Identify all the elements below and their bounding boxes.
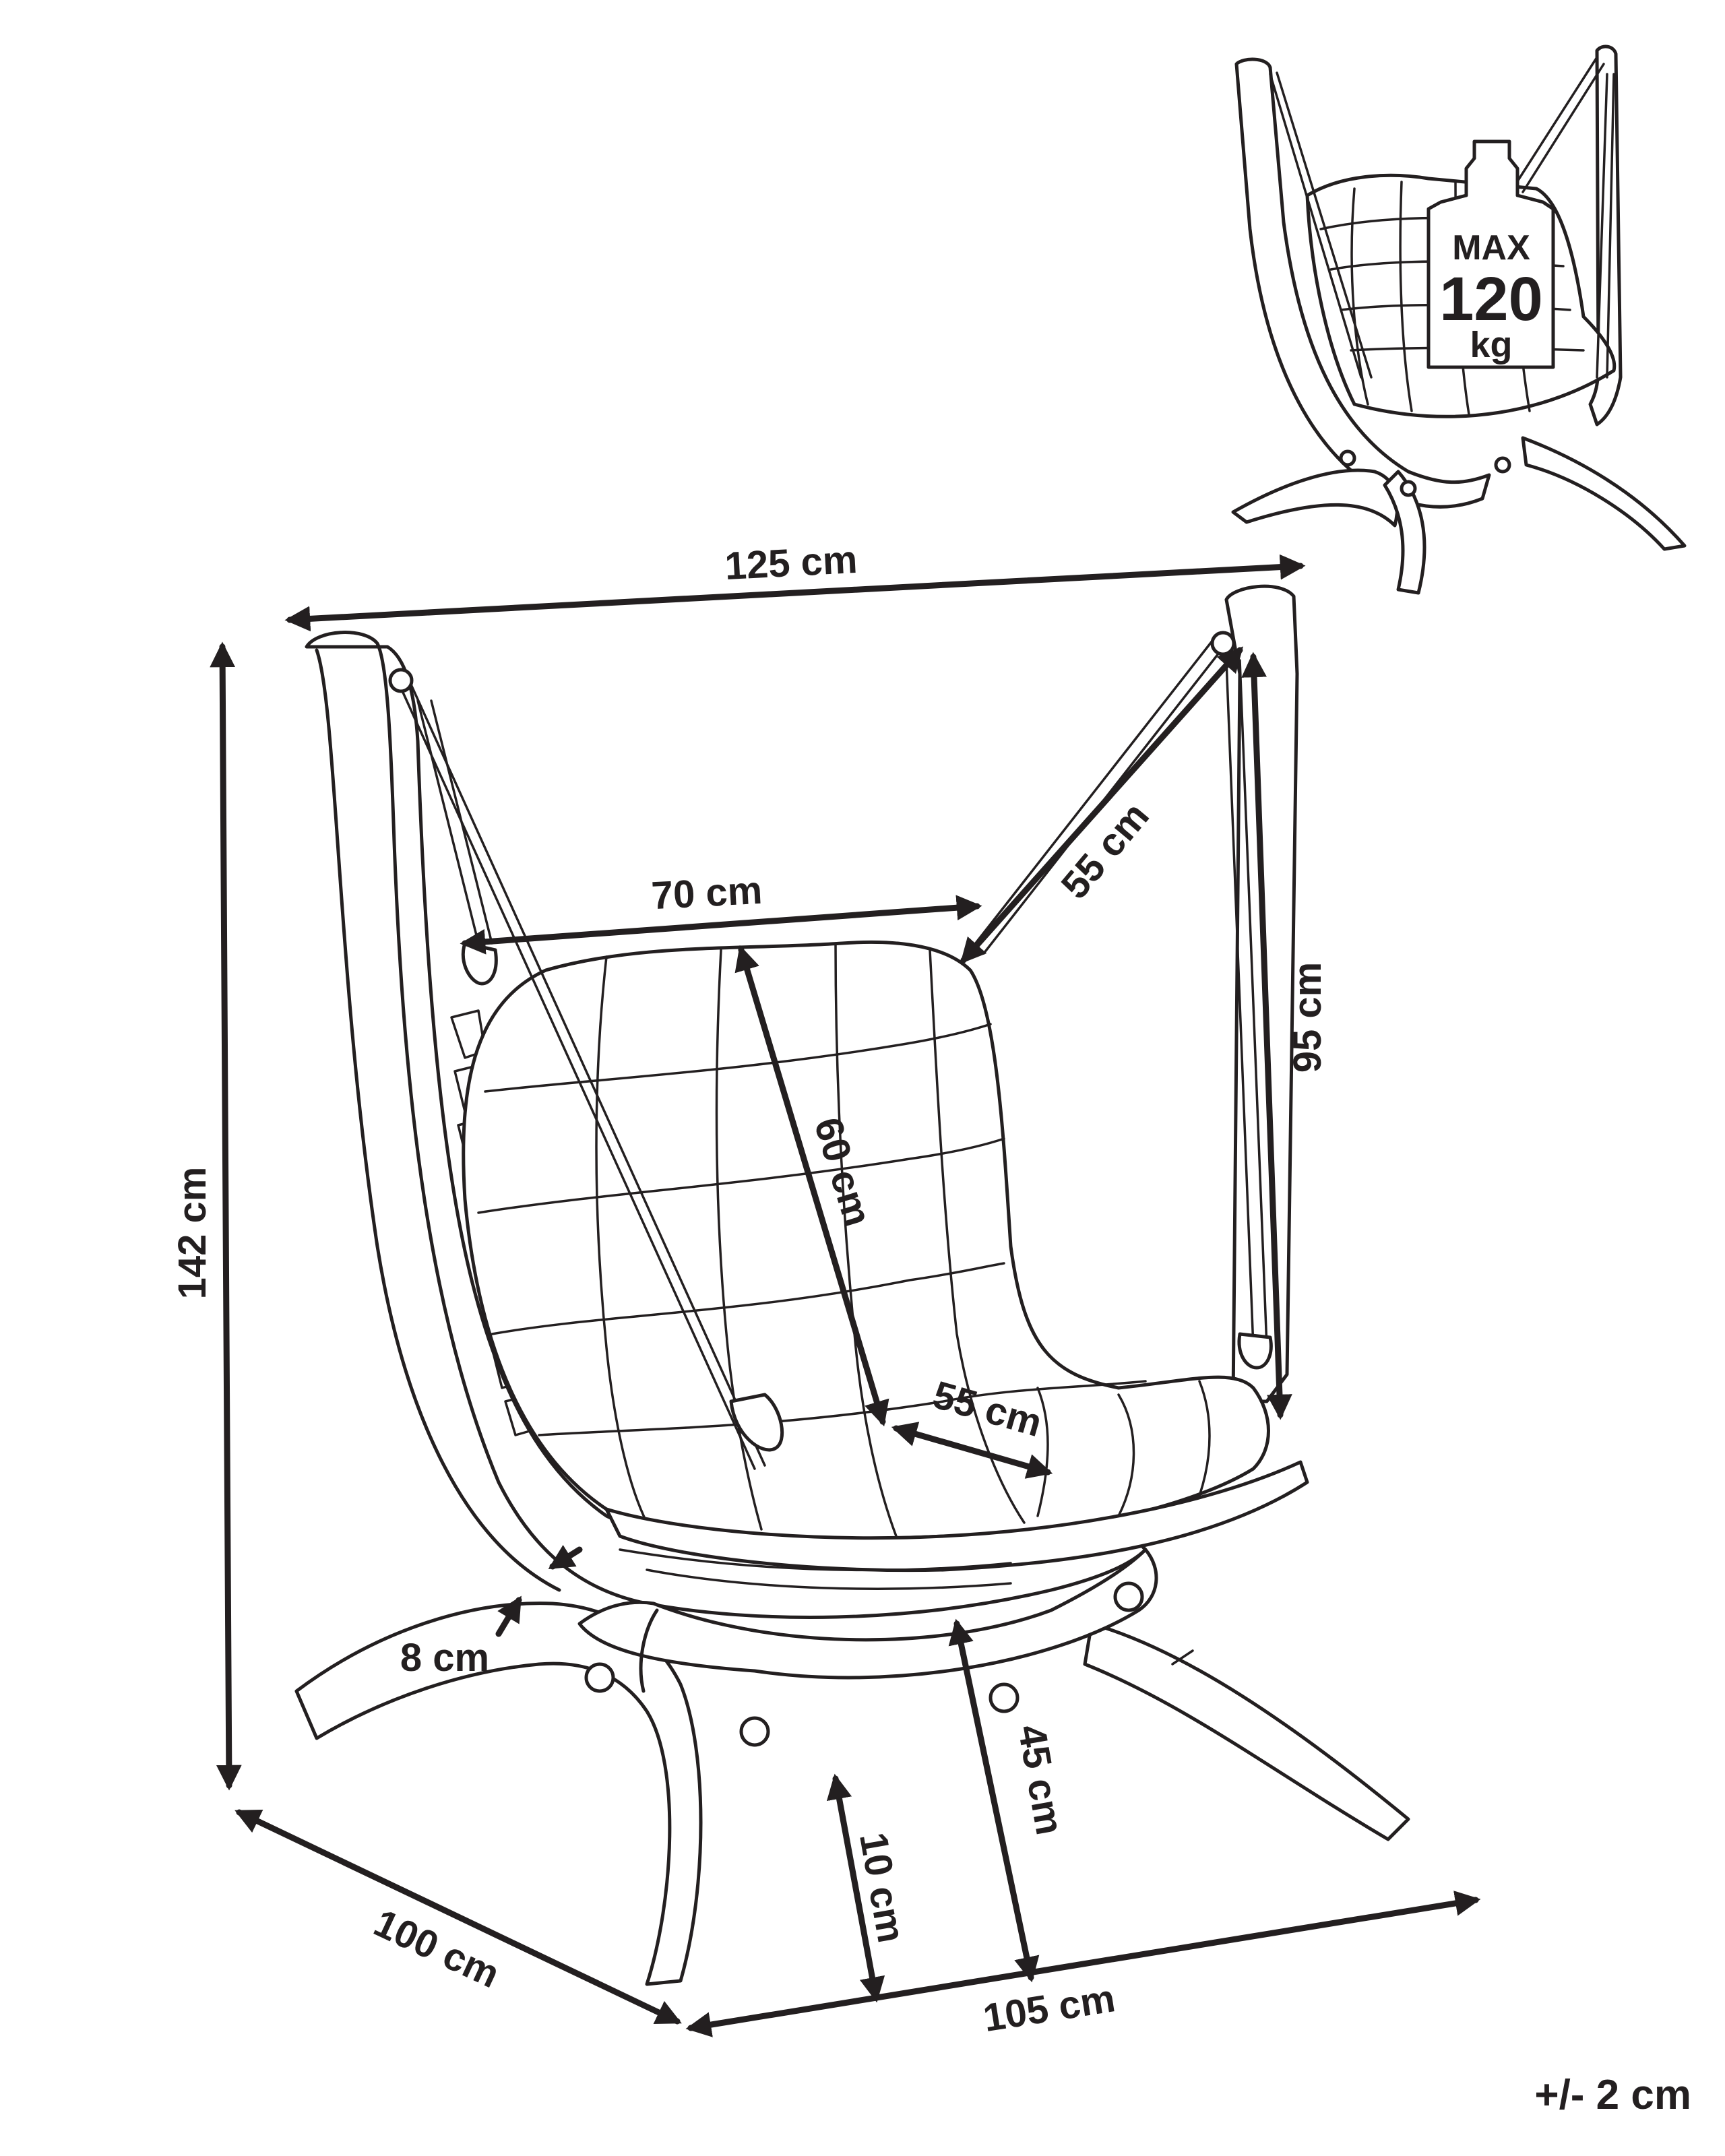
dim-arrow-seat-width (460, 895, 982, 955)
weight-icon: MAX 120 kg (1426, 139, 1555, 369)
tolerance-note: +/- 2 cm (1534, 2072, 1691, 2118)
label-seat-width: 70 cm (650, 868, 763, 918)
label-base-width: 105 cm (980, 1976, 1118, 2040)
frame (305, 631, 1148, 1619)
label-width-top: 125 cm (724, 538, 858, 588)
bolt (739, 1716, 770, 1747)
label-strap-length: 55 cm (1053, 794, 1158, 908)
max-load-unit: kg (1470, 325, 1512, 365)
dim-arrow-strap-length (960, 646, 1244, 964)
label-seat-height: 45 cm (1009, 1721, 1072, 1838)
dim-arrow-backrest-height (734, 945, 889, 1427)
bolt (989, 1682, 1020, 1713)
thumbnail-chair: MAX 120 kg (1231, 44, 1687, 595)
label-frame-thickness: 8 cm (400, 1636, 489, 1680)
seat-shell (604, 1460, 1309, 1573)
strap-left (396, 676, 766, 1470)
label-height-total: 142 cm (170, 1167, 214, 1300)
dim-arrow-base-depth (234, 1809, 682, 2025)
base-leg-right (1083, 1622, 1410, 1841)
bolt (584, 1662, 615, 1693)
base-leg-left (294, 1602, 703, 1986)
dimension-lines (210, 554, 1481, 2037)
max-label: MAX (1452, 228, 1530, 267)
dim-arrow-seat-depth (891, 1422, 1053, 1479)
label-hang-height: 95 cm (1286, 962, 1329, 1073)
dim-arrow-base-width (685, 1891, 1481, 2037)
bolt (1113, 1581, 1144, 1612)
dim-arrow-seat-height (948, 1618, 1040, 1983)
strap-right (969, 639, 1268, 1349)
dim-arrow-height-total (210, 641, 242, 1791)
seat-cushion (462, 940, 1270, 1541)
dim-arrow-frame-outer (495, 1595, 522, 1637)
dim-arrow-hang-height (1241, 652, 1292, 1420)
label-base-depth: 100 cm (367, 1901, 506, 1996)
dim-arrow-frame-inner (548, 1544, 583, 1570)
dim-arrow-width-top (284, 554, 1306, 632)
max-load-value: 120 (1439, 265, 1543, 334)
main-chair (294, 584, 1410, 1986)
